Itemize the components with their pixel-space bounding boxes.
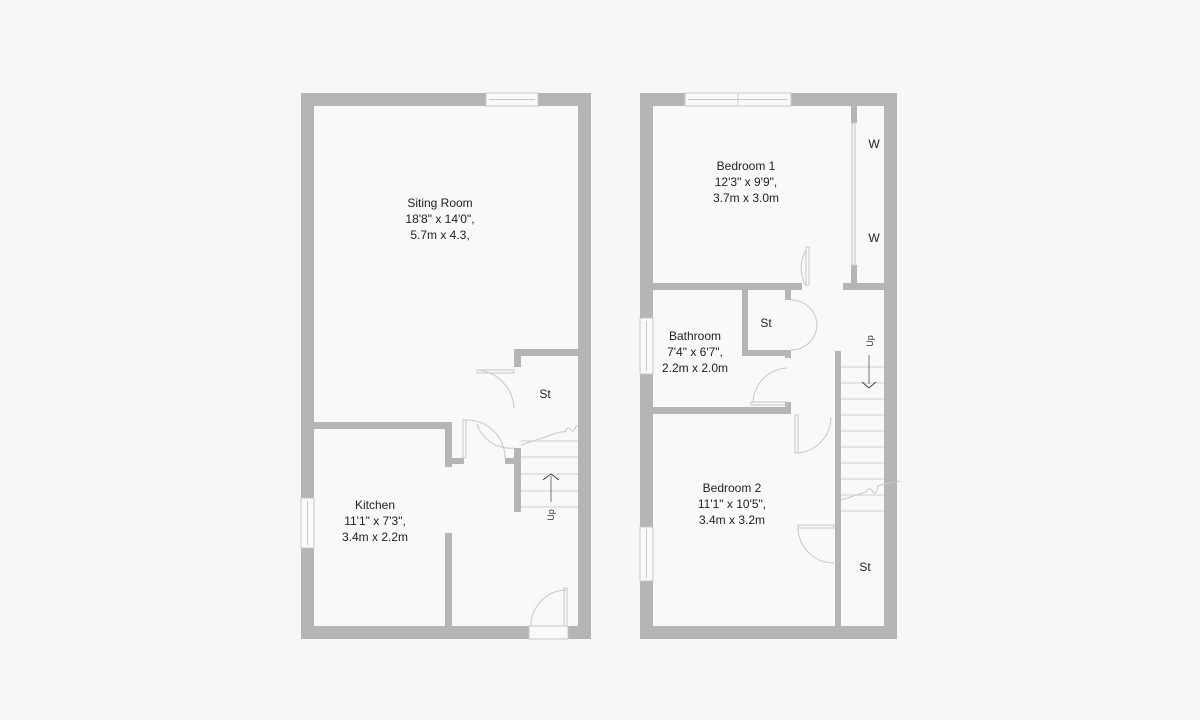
room-name: Bedroom 1 xyxy=(716,159,776,173)
room-label-bedroom-2: Bedroom 2 11'1" x 10'5", 3.4m x 3.2m xyxy=(698,480,766,528)
room-size-imperial: 11'1" x 10'5", xyxy=(697,497,767,511)
room-size-metric: 5.7m x 4.3, xyxy=(410,228,470,242)
stairs-up-label-first: Up xyxy=(864,335,875,347)
room-size-imperial: 18'8" x 14'0", xyxy=(405,212,475,226)
room-name: Bedroom 2 xyxy=(702,481,762,495)
room-label-bedroom-1: Bedroom 1 12'3" x 9'9", 3.7m x 3.0m xyxy=(713,158,779,206)
store-label-ground: St xyxy=(539,387,551,401)
room-size-metric: 3.7m x 3.0m xyxy=(712,191,780,205)
wardrobe-label-1: W xyxy=(868,137,880,151)
room-size-metric: 3.4m x 3.2m xyxy=(698,513,766,527)
store-label-first-2: St xyxy=(859,560,871,574)
room-size-imperial: 11'1" x 7'3", xyxy=(344,514,406,528)
room-size-imperial: 7'4" x 6'7", xyxy=(667,345,723,359)
room-size-imperial: 12'3" x 9'9", xyxy=(714,175,778,189)
room-label-kitchen: Kitchen 11'1" x 7'3", 3.4m x 2.2m xyxy=(342,497,408,545)
wardrobe-label-2: W xyxy=(868,231,880,245)
store-label-first-1: St xyxy=(760,316,772,330)
room-name: Bathroom xyxy=(668,329,722,343)
ground-floor xyxy=(300,92,591,640)
room-name: Kitchen xyxy=(354,498,396,512)
room-name: Siting Room xyxy=(407,196,473,210)
room-label-sitting-room: Siting Room 18'8" x 14'0", 5.7m x 4.3, xyxy=(405,195,474,243)
room-size-metric: 2.2m x 2.0m xyxy=(661,361,729,375)
room-label-bathroom: Bathroom 7'4" x 6'7", 2.2m x 2.0m xyxy=(662,328,728,376)
room-size-metric: 3.4m x 2.2m xyxy=(341,530,409,544)
stairs-up-label-ground: Up xyxy=(545,509,556,521)
first-floor xyxy=(639,92,901,639)
